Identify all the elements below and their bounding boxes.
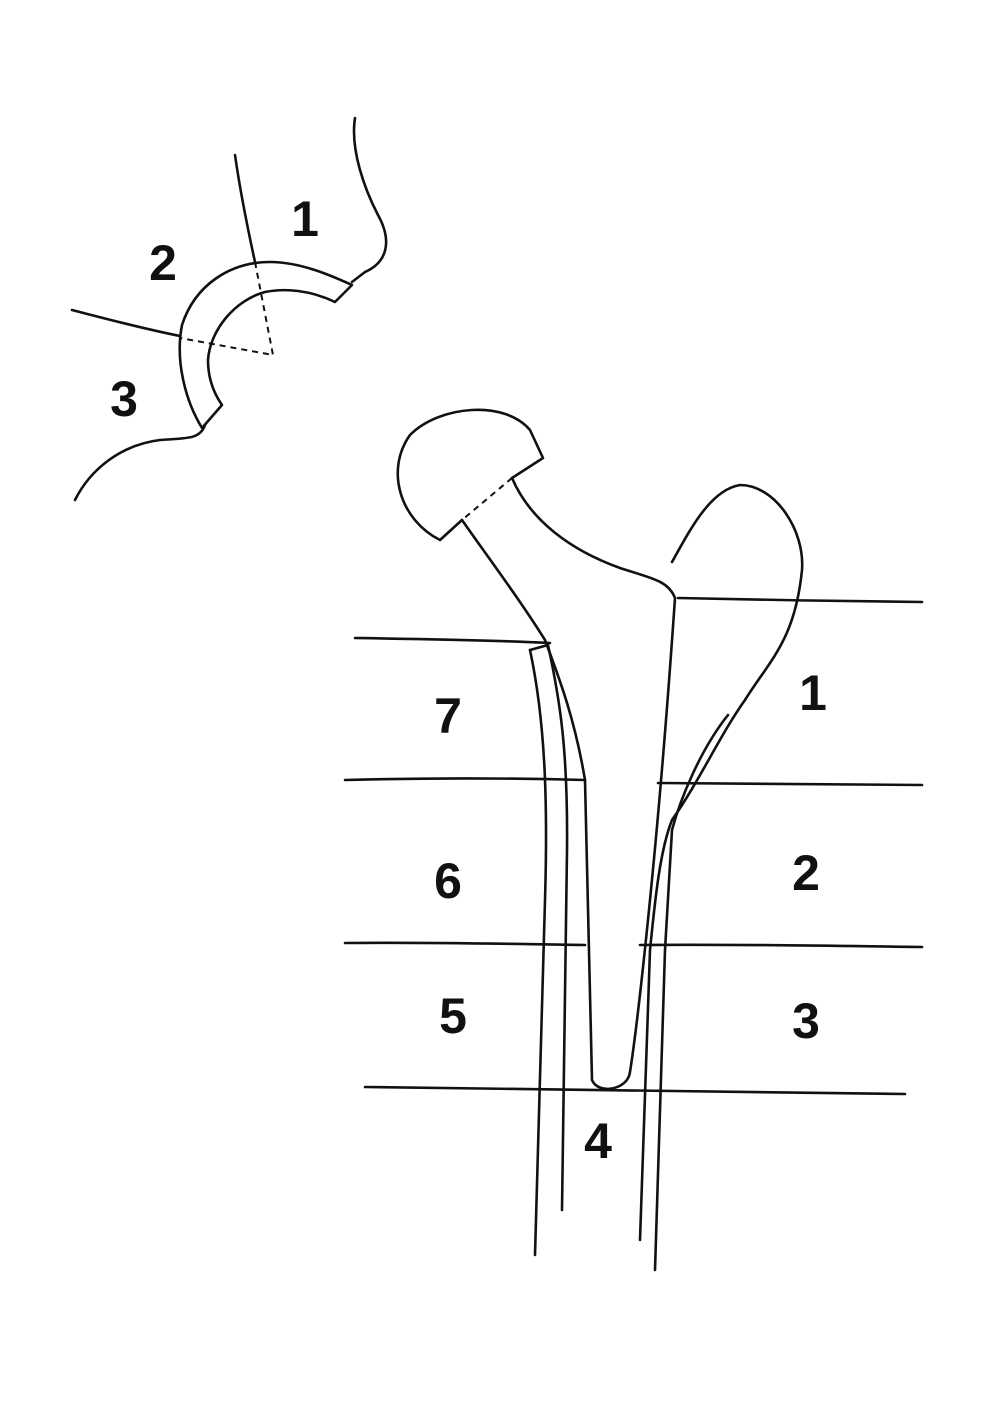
prosthesis-head bbox=[396, 408, 545, 542]
acetabulum-drawing: 1 2 3 bbox=[70, 116, 388, 502]
zone-line bbox=[363, 1085, 907, 1096]
acetabular-zone-3-label: 3 bbox=[110, 371, 138, 427]
femoral-zone-2-label: 2 bbox=[792, 845, 820, 901]
prosthesis-stem bbox=[460, 476, 677, 1091]
acetabular-zone-1-label: 1 bbox=[291, 191, 319, 247]
medial-inner-cortex bbox=[528, 643, 569, 1212]
femoral-zone-6-label: 6 bbox=[434, 853, 462, 909]
zone-line bbox=[343, 941, 587, 947]
femoral-zone-5-label: 5 bbox=[439, 988, 467, 1044]
ilium-line bbox=[233, 153, 257, 264]
medial-outer-cortex bbox=[528, 648, 548, 1257]
femoral-zone-1-label: 1 bbox=[799, 665, 827, 721]
femoral-zone-4-label: 4 bbox=[584, 1113, 612, 1169]
acetabular-zone-2-label: 2 bbox=[149, 235, 177, 291]
zone-line bbox=[343, 777, 587, 782]
zone-divider-dashed bbox=[179, 261, 275, 357]
pelvis-outline-left bbox=[70, 308, 182, 338]
femoral-zone-3-label: 3 bbox=[792, 993, 820, 1049]
femoral-zone-7-label: 7 bbox=[434, 688, 462, 744]
zone-line bbox=[676, 596, 924, 604]
zone-line bbox=[656, 781, 924, 787]
pelvis-outline-right bbox=[350, 116, 388, 284]
zone-line bbox=[638, 943, 924, 949]
lateral-inner-cortex bbox=[653, 713, 730, 1272]
acetabular-cup bbox=[178, 260, 354, 430]
zone-line bbox=[353, 636, 552, 645]
greater-trochanter-outline bbox=[638, 483, 804, 1242]
femur-drawing: 1 2 3 4 5 6 7 bbox=[343, 408, 924, 1272]
head-neck-junction bbox=[461, 477, 513, 521]
pelvis-outline-bottom bbox=[73, 423, 207, 502]
